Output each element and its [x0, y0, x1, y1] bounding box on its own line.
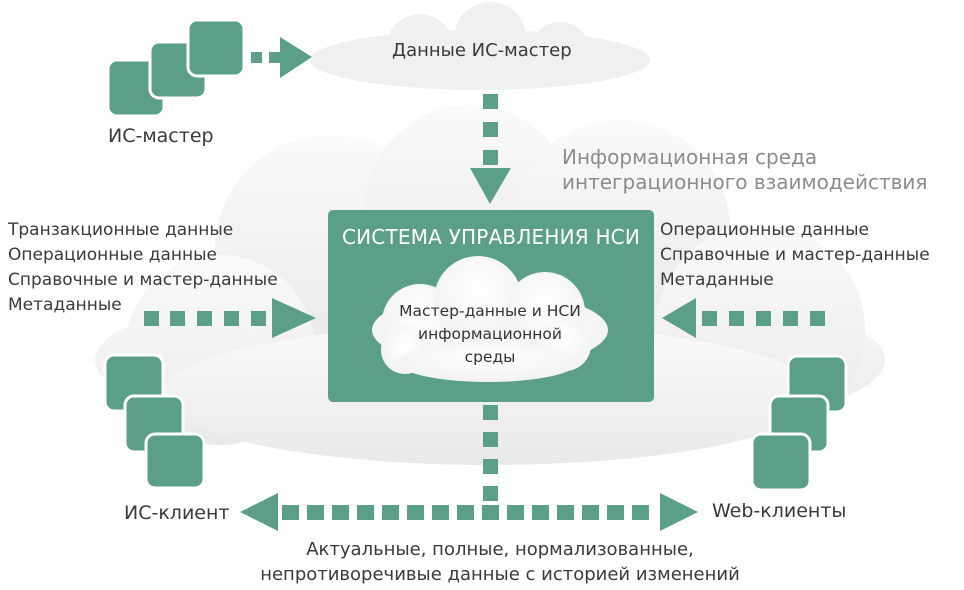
web-clients-label: Web-клиенты	[712, 500, 847, 522]
right-data-item: Метаданные	[660, 270, 774, 290]
arrow-icon	[144, 298, 316, 338]
left-data-item: Транзакционные данные	[8, 220, 234, 240]
right-data-item: Справочные и мастер-данные	[660, 245, 930, 265]
right-data-item: Операционные данные	[660, 220, 869, 240]
left-data-item: Справочные и мастер-данные	[8, 270, 278, 290]
server-stack-icon	[750, 354, 848, 492]
left-data-item: Метаданные	[8, 295, 122, 315]
arrow-icon	[470, 94, 511, 204]
environment-label-line: Информационная среда	[562, 145, 818, 169]
inner-cloud-text: Мастер-данные и НСИ информационной среды	[372, 300, 608, 369]
inner-cloud-line: Мастер-данные и НСИ	[399, 302, 581, 320]
bottom-caption-line: Актуальные, полные, нормализованные,	[306, 539, 694, 560]
environment-label-line: интеграционного взаимодействия	[562, 170, 928, 194]
arrow-icon	[251, 37, 312, 78]
arrow-icon	[483, 405, 498, 501]
server-stack-icon	[103, 353, 206, 490]
environment-label: Информационная среда интеграционного вза…	[562, 145, 927, 195]
bottom-caption-line: непротиворечивые данные с историей измен…	[260, 564, 740, 585]
server-stack-icon	[106, 18, 246, 118]
arrow-icon	[662, 298, 825, 338]
master-label: ИС-мастер	[108, 125, 214, 147]
right-data-list: Операционные данные Справочные и мастер-…	[660, 218, 930, 293]
client-label: ИС-клиент	[124, 502, 230, 524]
top-cloud-label: Данные ИС-мастер	[392, 40, 572, 61]
top-cloud	[310, 2, 650, 90]
bottom-caption: Актуальные, полные, нормализованные, неп…	[180, 537, 820, 587]
left-data-item: Операционные данные	[8, 245, 217, 265]
inner-cloud	[372, 256, 608, 382]
arrow-icon	[240, 493, 698, 531]
system-title: СИСТЕМА УПРАВЛЕНИЯ НСИ	[341, 225, 641, 249]
left-data-list: Транзакционные данные Операционные данны…	[8, 218, 278, 318]
inner-cloud-line: информационной	[418, 325, 562, 343]
inner-cloud-line: среды	[464, 348, 516, 366]
